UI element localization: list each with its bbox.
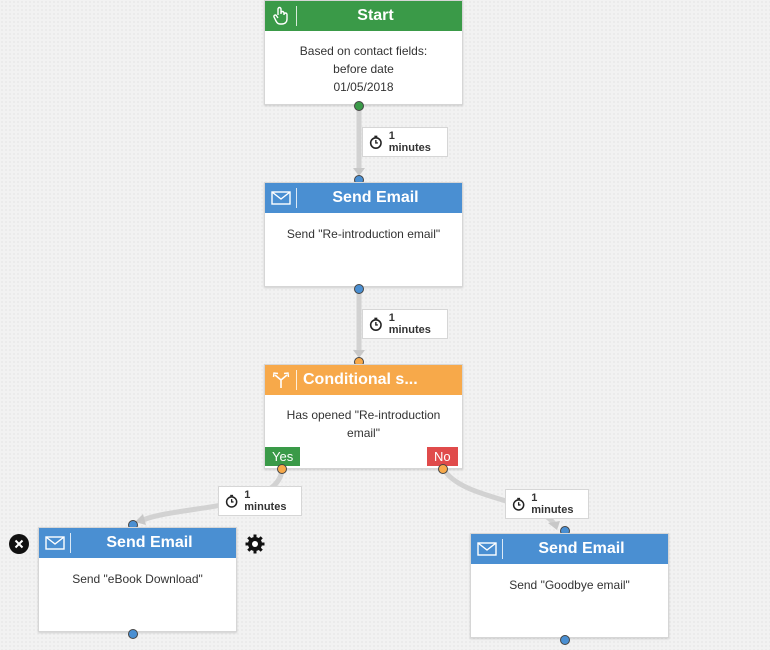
yes-output-port[interactable]: [277, 464, 287, 474]
conditional-line: Has opened "Re-introduction: [286, 408, 441, 422]
send-email-title: Send Email: [538, 540, 625, 557]
conditional-header: Conditional s...: [265, 365, 462, 395]
no-output-port[interactable]: [438, 464, 448, 474]
delay-label: 1 minutes: [244, 489, 287, 513]
send-email-header: Send Email: [39, 528, 236, 558]
stopwatch-icon: [512, 497, 525, 511]
delete-node-button[interactable]: [9, 534, 29, 554]
gear-icon: [245, 534, 265, 554]
conditional-title: Conditional s...: [303, 371, 418, 388]
delay-label: 1 minutes: [531, 492, 574, 516]
envelope-icon: [265, 188, 297, 208]
start-condition-line: before date: [333, 62, 394, 76]
reintro-output-port[interactable]: [354, 284, 364, 294]
yes-branch-label[interactable]: Yes: [265, 447, 301, 466]
send-email-header: Send Email: [471, 534, 668, 564]
no-branch-label[interactable]: No: [427, 447, 458, 466]
delay-label: 1 minutes: [388, 312, 431, 336]
delay-badge[interactable]: 1 minutes: [505, 489, 589, 519]
arrowhead: [353, 350, 365, 358]
stopwatch-icon: [225, 494, 238, 508]
send-email-title: Send Email: [332, 189, 419, 206]
envelope-icon: [39, 533, 71, 553]
close-icon: [14, 539, 24, 549]
send-email-body: Send "Re-introduction email": [286, 227, 441, 241]
start-node-header: Start: [265, 1, 462, 31]
send-email-goodbye-node[interactable]: Send Email Send "Goodbye email": [470, 533, 669, 638]
conditional-split-node[interactable]: Conditional s... Has opened "Re-introduc…: [264, 364, 463, 469]
conditional-body: Has opened "Re-introduction email": [265, 395, 462, 452]
delay-badge[interactable]: 1 minutes: [362, 309, 448, 339]
delay-label: 1 minutes: [388, 130, 431, 154]
send-email-body: Send "eBook Download": [72, 572, 203, 586]
send-email-header: Send Email: [265, 183, 462, 213]
start-node-title: Start: [357, 7, 394, 24]
send-email-body: Send "Goodbye email": [509, 578, 630, 592]
arrowhead: [353, 168, 365, 176]
send-email-ebook-node[interactable]: Send Email Send "eBook Download": [38, 527, 237, 632]
start-output-port[interactable]: [354, 101, 364, 111]
hand-pointer-icon: [265, 6, 297, 26]
start-condition-date: 01/05/2018: [333, 80, 394, 94]
arrowhead: [548, 521, 560, 530]
ebook-output-port[interactable]: [128, 629, 138, 639]
goodbye-output-port[interactable]: [560, 635, 570, 645]
arrowhead: [135, 514, 146, 525]
start-node[interactable]: Start Based on contact fields: before da…: [264, 0, 463, 105]
stopwatch-icon: [369, 317, 382, 331]
envelope-icon: [471, 539, 503, 559]
conditional-line: email": [347, 426, 380, 440]
split-icon: [265, 370, 297, 390]
send-email-title: Send Email: [106, 534, 193, 551]
stopwatch-icon: [369, 135, 382, 149]
send-email-reintro-node[interactable]: Send Email Send "Re-introduction email": [264, 182, 463, 287]
delay-badge[interactable]: 1 minutes: [362, 127, 448, 157]
delay-badge[interactable]: 1 minutes: [218, 486, 302, 516]
start-condition-line: Based on contact fields:: [299, 44, 428, 58]
node-settings-button[interactable]: [245, 534, 265, 554]
start-node-body: Based on contact fields: before date 01/…: [265, 31, 462, 106]
